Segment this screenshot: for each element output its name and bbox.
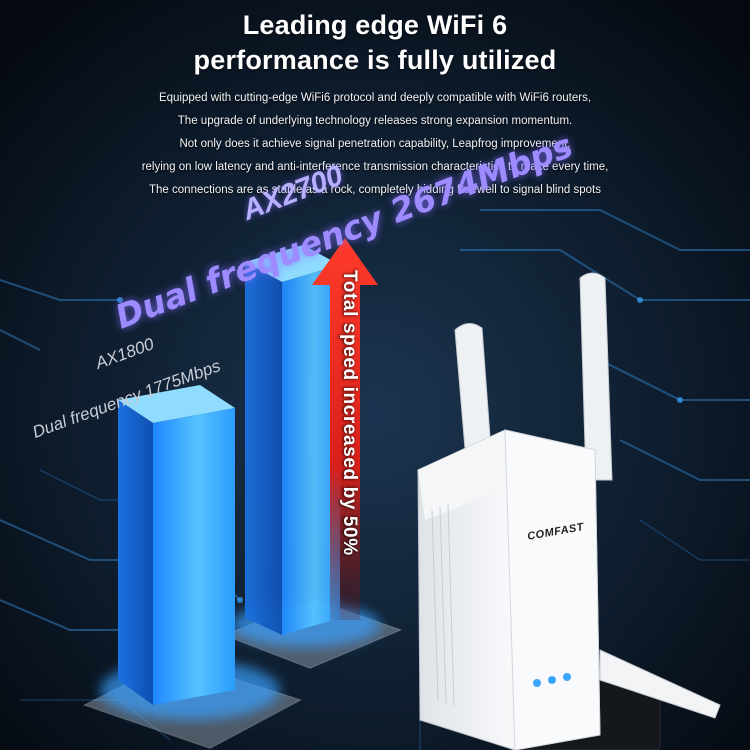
low-speed-bar [118,385,235,705]
speed-increase-label: Total speed increased by 50% [339,270,360,556]
description-line: The upgrade of underlying technology rel… [177,115,573,127]
headline-line-2: performance is fully utilized [193,45,557,75]
headline-line-1: Leading edge WiFi 6 [242,10,508,40]
description-line: Equipped with cutting-edge WiFi6 protoco… [158,92,592,104]
description-line: relying on low latency and anti-interfer… [141,161,609,173]
speed-increase-arrow [312,238,378,620]
high-speed-bar [245,245,340,635]
description-line: Not only does it achieve signal penetrat… [179,138,571,150]
description-line: The connections are as stable as a rock,… [149,184,601,196]
extender-device [417,272,721,750]
